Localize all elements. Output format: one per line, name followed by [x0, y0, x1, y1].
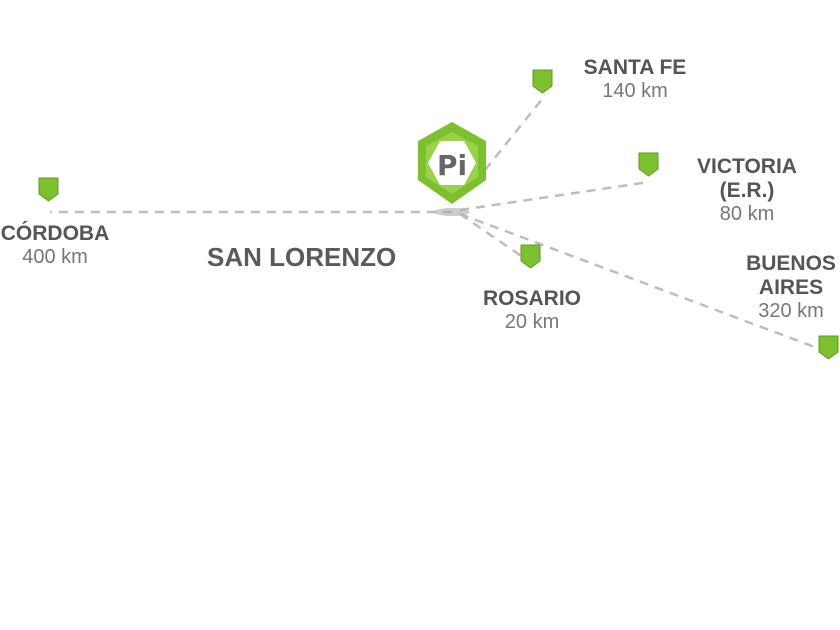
city-name: ROSARIO [482, 287, 581, 310]
route-line-buenos-aires [459, 212, 829, 354]
city-name: CÓRDOBA [0, 222, 110, 245]
city-distance: 400 km [22, 246, 88, 269]
city-distance: 80 km [719, 203, 775, 226]
destination-rosario: ROSARIO 20 km [462, 287, 602, 334]
city-distance: 140 km [602, 80, 668, 103]
route-line-santa-fe [484, 97, 544, 171]
city-name: BUENOS AIRES [746, 252, 836, 300]
route-line-victoria [459, 180, 650, 212]
city-distance: 320 km [758, 300, 824, 323]
destination-buenos-aires: BUENOS AIRES 320 km [745, 252, 837, 323]
route-line-rosario [459, 212, 531, 264]
city-name: VICTORIA (E.R.) [697, 155, 797, 203]
city-distance: 20 km [504, 311, 560, 334]
destination-santa-fe: SANTA FE 140 km [560, 56, 710, 103]
destination-cordoba: CÓRDOBA 400 km [0, 222, 110, 269]
city-name: SANTA FE [583, 56, 687, 79]
hub-name: SAN LORENZO [207, 242, 397, 272]
marker-icon [38, 69, 839, 360]
pi-logo-icon: Pi [418, 122, 486, 204]
destination-victoria: VICTORIA (E.R.) 80 km [682, 155, 812, 226]
svg-text:Pi: Pi [437, 149, 467, 182]
